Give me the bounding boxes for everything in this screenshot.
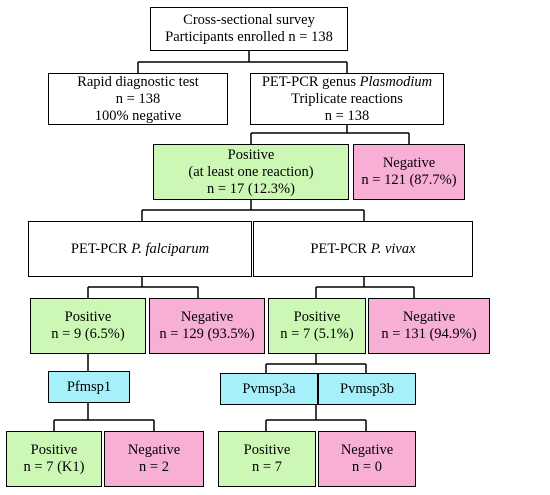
pv-negative-count: n = 131 (94.9%) [381,326,477,342]
survey-box: Cross-sectional survey Participants enro… [150,7,348,51]
pfmsp1-positive-label: Positive [30,442,78,458]
pvmsp3a-label: Pvmsp3a [242,380,296,397]
petpcr-genus-title: PET-PCR genus Plasmodium [262,74,432,91]
pfmsp1-label: Pfmsp1 [66,378,112,395]
genus-positive-label: Positive [227,146,275,163]
petpcr-genus-box: PET-PCR genus Plasmodium Triplicate reac… [250,73,444,125]
rdt-box: Rapid diagnostic test n = 138 100% negat… [48,73,228,125]
pf-pcr-italic: P. falciparum [131,240,210,257]
petpcr-genus-prefix: PET-PCR genus [261,73,360,90]
rdt-count: n = 138 [115,90,161,107]
pv-pcr-box: PET-PCR P. vivax [253,221,473,277]
genus-positive-criteria: (at least one reaction) [188,163,314,180]
pf-positive-box: Positive n = 9 (6.5%) [30,298,146,354]
pf-pcr-prefix: PET-PCR [70,240,132,257]
connector-genus [250,125,410,144]
genus-positive-box: Positive (at least one reaction) n = 17 … [153,144,349,200]
connector-pvmsp3 [265,354,367,373]
pf-pcr-label: PET-PCR P. falciparum [71,241,209,258]
pv-pcr-label: PET-PCR P. vivax [310,241,415,258]
pf-negative-label: Negative [180,309,234,325]
survey-enrolled: Participants enrolled n = 138 [165,29,333,45]
pv-negative-label: Negative [402,309,456,325]
pfmsp1-negative-label: Negative [127,442,181,458]
genus-negative-box: Negative n = 121 (87.7%) [353,144,465,200]
pv-pcr-prefix: PET-PCR [310,240,371,257]
pfmsp1-positive-count: n = 7 (K1) [23,459,85,475]
petpcr-genus-count: n = 138 [324,107,370,124]
connector-pvmsp3-results [265,405,367,431]
pvmsp-positive-count: n = 7 [252,459,282,475]
pfmsp1-negative-count: n = 2 [139,459,169,475]
pvmsp3a-box: Pvmsp3a [220,373,318,405]
pf-negative-box: Negative n = 129 (93.5%) [149,298,265,354]
genus-negative-count: n = 121 (87.7%) [361,172,457,188]
rdt-title: Rapid diagnostic test [77,73,199,90]
pf-positive-label: Positive [64,309,112,325]
survey-title: Cross-sectional survey [183,12,315,28]
genus-negative-label: Negative [382,155,436,171]
pv-positive-label: Positive [293,309,341,325]
pv-positive-count: n = 7 (5.1%) [280,326,354,342]
genus-positive-count: n = 17 (12.3%) [207,180,295,197]
pv-positive-box: Positive n = 7 (5.1%) [268,298,366,354]
petpcr-genus-reactions: Triplicate reactions [291,90,403,107]
pv-pcr-italic: P. vivax [370,240,416,257]
pf-pcr-box: PET-PCR P. falciparum [28,221,252,277]
petpcr-genus-italic: Plasmodium [359,73,433,90]
connector-species [141,200,365,221]
pvmsp3b-box: Pvmsp3b [318,373,416,405]
rdt-result: 100% negative [94,107,182,124]
pfmsp1-positive-box: Positive n = 7 (K1) [6,431,102,487]
pf-negative-count: n = 129 (93.5%) [159,326,255,342]
pvmsp3b-label: Pvmsp3b [340,380,394,397]
pvmsp-negative-label: Negative [340,442,394,458]
connector-pf [87,277,199,298]
connector-pfmsp1-results [53,403,155,431]
pf-positive-count: n = 9 (6.5%) [51,326,125,342]
pvmsp-positive-box: Positive n = 7 [218,431,316,487]
connector-pv [315,277,415,298]
pvmsp-positive-label: Positive [243,442,291,458]
connector-survey [137,51,348,73]
pfmsp1-box: Pfmsp1 [48,371,130,403]
pv-negative-box: Negative n = 131 (94.9%) [368,298,490,354]
pfmsp1-negative-box: Negative n = 2 [104,431,204,487]
pvmsp-negative-box: Negative n = 0 [318,431,416,487]
pvmsp-negative-count: n = 0 [352,459,382,475]
